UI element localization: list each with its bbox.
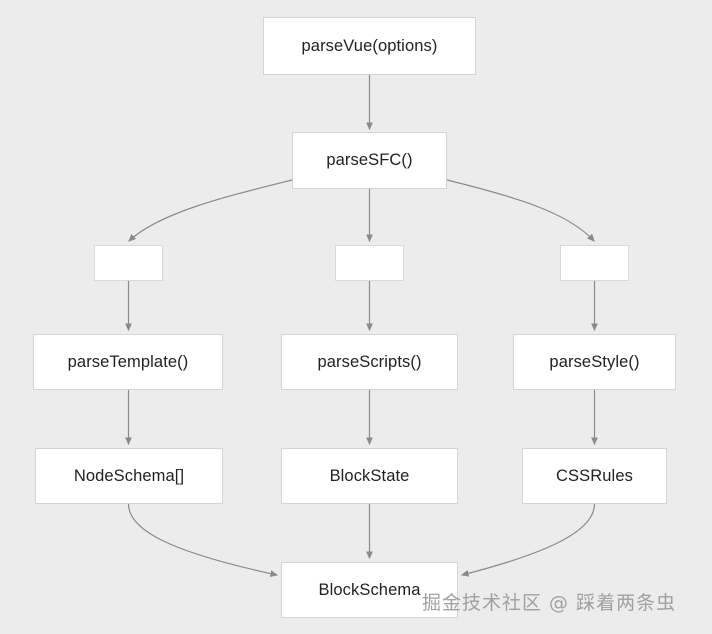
- node-blank-left[interactable]: [94, 245, 163, 281]
- node-parse-vue[interactable]: parseVue(options): [263, 17, 476, 75]
- node-label: BlockSchema: [318, 580, 421, 599]
- node-parse-template[interactable]: parseTemplate(): [33, 334, 223, 390]
- node-label: BlockState: [329, 466, 410, 485]
- node-parse-sfc[interactable]: parseSFC(): [292, 132, 447, 189]
- node-label: parseTemplate(): [67, 352, 189, 371]
- node-blank-right[interactable]: [560, 245, 629, 281]
- edge-parseSFC-blankRight: [446, 179, 595, 242]
- node-label: CSSRules: [556, 466, 633, 485]
- node-node-schema[interactable]: NodeSchema[]: [35, 448, 223, 504]
- edge-nodeSchema-blockSchema: [127, 503, 279, 577]
- edge-cssRules-blockSchema: [460, 503, 596, 577]
- watermark: 掘金技术社区 @ 踩着两条虫: [422, 592, 677, 614]
- node-parse-style[interactable]: parseStyle(): [513, 334, 676, 390]
- node-label: parseStyle(): [549, 352, 640, 371]
- node-block-schema[interactable]: BlockSchema: [281, 562, 458, 618]
- node-label: parseScripts(): [317, 352, 422, 371]
- edge-parseSFC-blankLeft: [128, 179, 293, 242]
- node-css-rules[interactable]: CSSRules: [522, 448, 667, 504]
- node-label: parseVue(options): [301, 36, 438, 55]
- node-label: NodeSchema[]: [73, 466, 185, 485]
- node-block-state[interactable]: BlockState: [281, 448, 458, 504]
- node-parse-scripts[interactable]: parseScripts(): [281, 334, 458, 390]
- node-blank-middle[interactable]: [335, 245, 404, 281]
- node-label: parseSFC(): [326, 151, 413, 169]
